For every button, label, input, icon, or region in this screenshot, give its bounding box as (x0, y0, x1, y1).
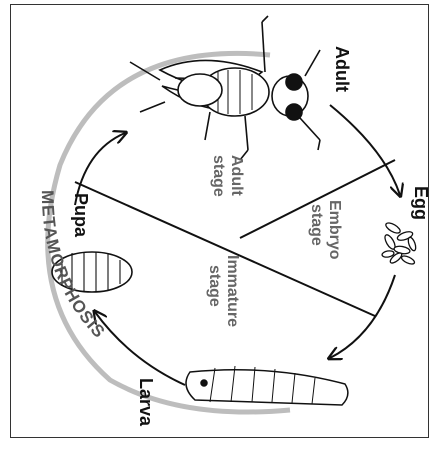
svg-text:Immature: Immature (224, 255, 241, 327)
adult-stage-label: Adult stage (210, 155, 245, 197)
arrow-egg-to-larva (330, 275, 395, 358)
larva-label: Larva (136, 378, 156, 427)
svg-text:stage: stage (206, 265, 223, 307)
svg-text:Adult: Adult (228, 155, 245, 197)
adult-label: Adult (332, 46, 352, 92)
embryo-stage-label: Embryo stage (308, 200, 343, 260)
pupa-label: Pupa (71, 193, 91, 238)
svg-text:stage: stage (308, 204, 325, 246)
immature-stage-label: Immature stage (206, 255, 241, 327)
egg-label: Egg (411, 186, 431, 220)
eggs-icon (382, 221, 418, 266)
svg-text:Embryo: Embryo (326, 200, 343, 260)
arrow-larva-to-pupa (95, 312, 185, 385)
larva-icon (186, 366, 348, 405)
arrow-adult-to-egg (330, 105, 400, 195)
svg-text:stage: stage (210, 155, 227, 197)
fly-icon (130, 16, 320, 160)
